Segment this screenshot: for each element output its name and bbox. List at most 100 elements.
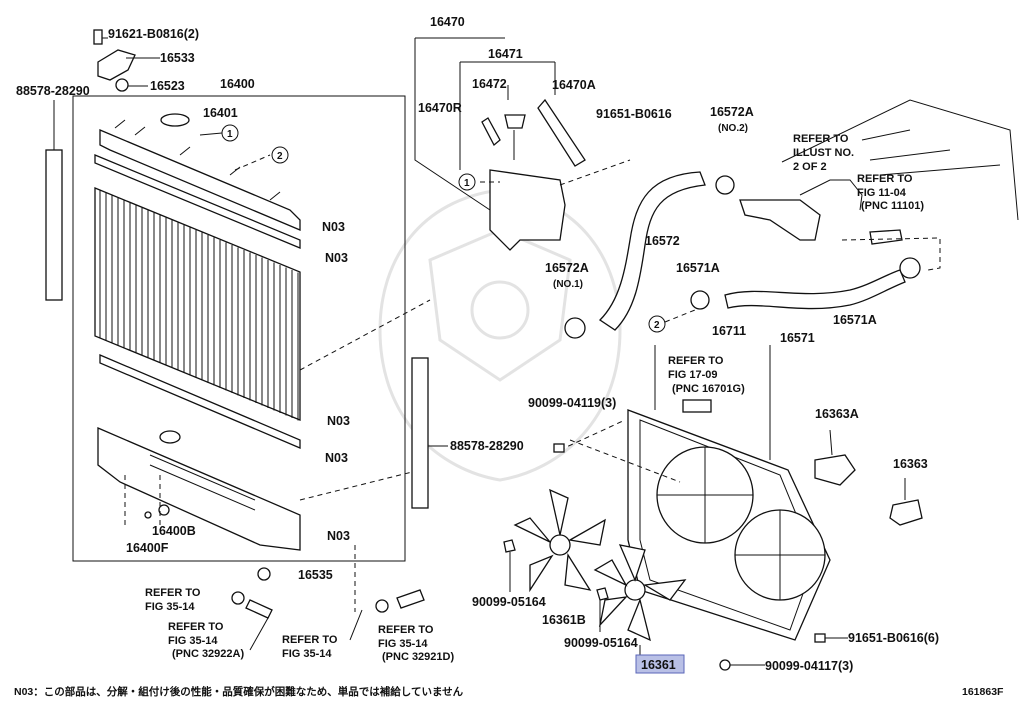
reference-notes: REFER TO ILLUST NO. 2 OF 2 REFER TO FIG … [145,133,924,663]
label-16470r[interactable]: 16470R [418,101,462,115]
footnote: N03：この部品は、分解・組付け後の性能・品質確保が困難なため、単品では補給して… [14,685,464,698]
svg-text:16572: 16572 [645,234,680,248]
svg-text:2: 2 [277,151,283,162]
svg-text:88578-28290: 88578-28290 [450,439,524,453]
label-n03-5[interactable]: N03 [327,529,350,543]
svg-text:16470R: 16470R [418,101,462,115]
svg-text:REFER TO: REFER TO [668,355,724,367]
svg-text:16400: 16400 [220,77,255,91]
label-16711[interactable]: 16711 [712,324,746,338]
svg-text:FIG 17-09: FIG 17-09 [668,369,718,381]
label-90099-05164-left[interactable]: 90099-05164 [472,595,546,609]
svg-text:16533: 16533 [160,51,195,65]
svg-text:90099-05164: 90099-05164 [472,595,546,609]
label-n03-4[interactable]: N03 [325,451,348,465]
svg-text:N03: N03 [322,220,345,234]
label-n03-1[interactable]: N03 [322,220,345,234]
label-16400f[interactable]: 16400F [126,541,169,555]
label-88578-28290-left[interactable]: 88578-28290 [16,84,90,98]
svg-text:90099-05164: 90099-05164 [564,636,638,650]
svg-text:90099-04119(3): 90099-04119(3) [528,396,616,410]
radiator-core [94,187,301,421]
svg-text:FIG 11-04: FIG 11-04 [857,187,907,199]
label-n03-3[interactable]: N03 [327,414,350,428]
svg-text:16400B: 16400B [152,524,196,538]
label-90099-05164-right[interactable]: 90099-05164 [564,636,638,650]
label-16571a-top[interactable]: 16571A [676,261,720,275]
part-labels: 91621-B0816(2) 16533 16523 16400 16401 8… [16,15,939,674]
ref-illust[interactable]: REFER TO ILLUST NO. 2 OF 2 [793,133,854,173]
svg-text:16571A: 16571A [833,313,877,327]
callout-markers: 1 2 1 2 [221,124,666,333]
svg-text:91651-B0616(6): 91651-B0616(6) [848,631,939,645]
label-16363[interactable]: 16363 [893,457,928,471]
svg-text:16523: 16523 [150,79,185,93]
svg-text:1: 1 [227,129,233,140]
svg-text:91621-B0816(2): 91621-B0816(2) [108,27,199,41]
label-16572a-no2[interactable]: 16572A (NO.2) [710,105,754,134]
svg-text:ILLUST NO.: ILLUST NO. [793,147,854,159]
label-16471[interactable]: 16471 [488,47,523,61]
ref-fig-35-14-c[interactable]: REFER TO FIG 35-14 [282,634,338,660]
svg-text:REFER TO: REFER TO [378,624,434,636]
svg-text:2 OF 2: 2 OF 2 [793,161,827,173]
svg-text:FIG 35-14: FIG 35-14 [145,601,195,613]
label-91621-b0816[interactable]: 91621-B0816(2) [108,27,199,41]
svg-text:91651-B0616: 91651-B0616 [596,107,672,121]
ref-fig-35-14-a[interactable]: REFER TO FIG 35-14 [145,587,201,613]
svg-text:REFER TO: REFER TO [793,133,849,145]
svg-text:16471: 16471 [488,47,523,61]
svg-text:REFER TO: REFER TO [168,621,224,633]
label-91651-b0616[interactable]: 91651-B0616 [596,107,672,121]
ref-fig-17-09[interactable]: REFER TO FIG 17-09 (PNC 16701G) [668,355,745,395]
label-90099-04119[interactable]: 90099-04119(3) [528,396,616,410]
svg-text:(PNC 32921D): (PNC 32921D) [382,651,454,663]
svg-text:FIG 35-14: FIG 35-14 [168,635,218,647]
label-16533[interactable]: 16533 [160,51,195,65]
label-88578-28290-right[interactable]: 88578-28290 [450,439,524,453]
label-90099-04117[interactable]: 90099-04117(3) [765,659,853,673]
label-16361b[interactable]: 16361B [542,613,586,627]
svg-text:16470A: 16470A [552,78,596,92]
svg-text:90099-04117(3): 90099-04117(3) [765,659,853,673]
svg-text:(PNC 16701G): (PNC 16701G) [672,383,745,395]
svg-text:16572A: 16572A [545,261,589,275]
label-91651-b0616-6[interactable]: 91651-B0616(6) [848,631,939,645]
ref-fig-11-04[interactable]: REFER TO FIG 11-04 (PNC 11101) [857,173,924,212]
fasteners [503,443,848,671]
svg-text:(PNC 11101): (PNC 11101) [861,200,924,212]
label-16400[interactable]: 16400 [220,77,255,91]
svg-text:16363A: 16363A [815,407,859,421]
label-16361-selected[interactable]: 16361 [635,654,685,674]
ref-fig-35-14-d[interactable]: REFER TO FIG 35-14 (PNC 32921D) [378,624,454,663]
side-seal-right [411,357,429,509]
svg-text:2: 2 [654,320,660,331]
lower-hose-refs [231,545,425,651]
label-16470a[interactable]: 16470A [552,78,596,92]
label-16572[interactable]: 16572 [645,234,680,248]
label-16470[interactable]: 16470 [430,15,465,29]
label-16571[interactable]: 16571 [780,331,815,345]
svg-text:N03: N03 [325,251,348,265]
upper-bracket-parts [93,29,160,92]
label-16472[interactable]: 16472 [472,77,507,91]
label-16401[interactable]: 16401 [203,106,238,120]
svg-text:88578-28290: 88578-28290 [16,84,90,98]
ref-fig-35-14-b[interactable]: REFER TO FIG 35-14 (PNC 32922A) [168,621,244,660]
label-16363a[interactable]: 16363A [815,407,859,421]
label-16535[interactable]: 16535 [298,568,333,582]
svg-text:(NO.1): (NO.1) [553,279,583,290]
svg-text:N03: N03 [325,451,348,465]
label-16572a-no1[interactable]: 16572A (NO.1) [545,261,589,290]
figure-id: 161863F [962,686,1004,698]
svg-text:16361: 16361 [641,658,676,672]
svg-text:(NO.2): (NO.2) [718,123,748,134]
svg-text:N03: N03 [327,414,350,428]
label-16571a-right[interactable]: 16571A [833,313,877,327]
label-16400b[interactable]: 16400B [152,524,196,538]
side-seal-left [45,149,63,301]
label-n03-2[interactable]: N03 [325,251,348,265]
radiator-assembly [72,95,431,581]
label-16523[interactable]: 16523 [150,79,185,93]
